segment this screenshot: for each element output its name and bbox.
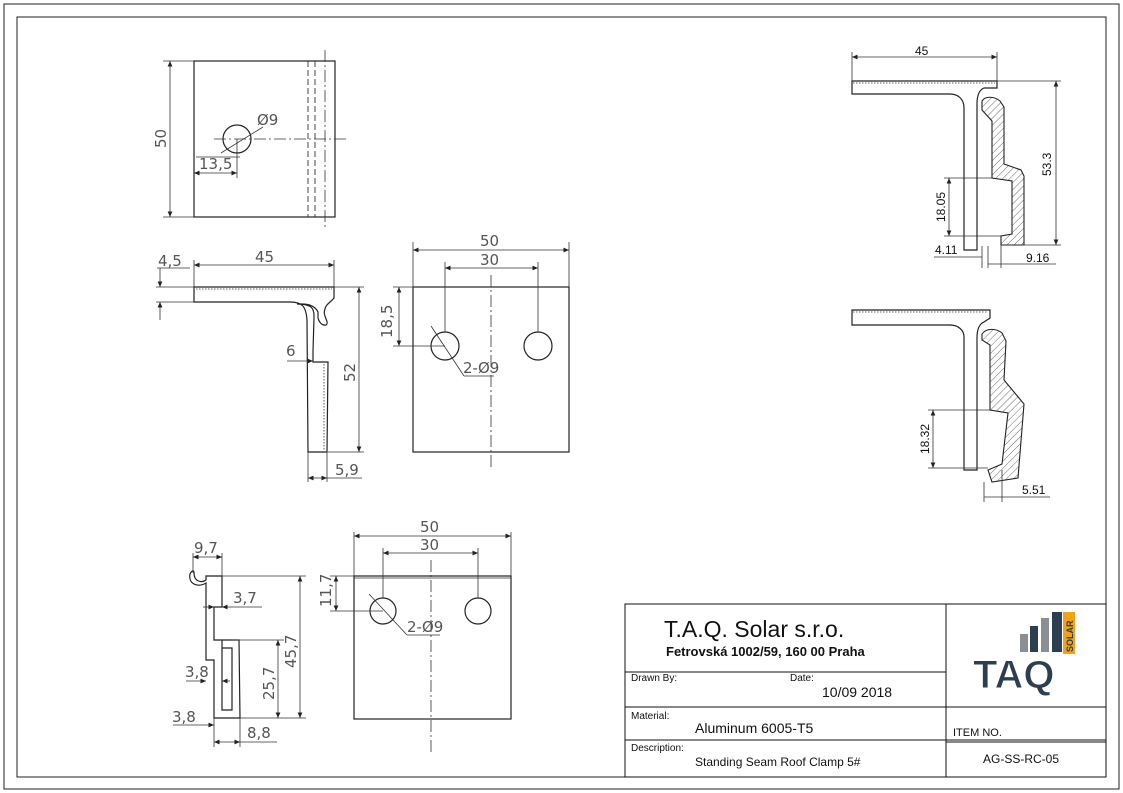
dim-lower-base: 3,8 [172, 708, 196, 726]
logo-text: TAQ [973, 653, 1054, 697]
lower-front-plate-view [330, 532, 512, 753]
assembly-view-closed [851, 309, 1050, 502]
dim-top-view-offset: 13,5 [199, 155, 232, 173]
dim-asm-gap: 4.11 [935, 243, 958, 257]
dim-side-web: 6 [286, 342, 296, 360]
lower-profile-view [173, 553, 306, 747]
date-label: Date: [790, 673, 814, 684]
dim-top-view-height: 50 [152, 129, 170, 148]
dim-side-base: 5,9 [335, 461, 359, 479]
dim-side-width: 45 [255, 248, 274, 266]
dim-lower-hook: 9,7 [194, 539, 218, 557]
dim-asm-height: 53.3 [1040, 152, 1054, 176]
company-name: T.A.Q. Solar s.r.o. [664, 616, 844, 642]
dim-front-hole-offset: 18,5 [378, 305, 396, 338]
description-label: Description: [631, 743, 684, 754]
dim-lower-mid: 25,7 [260, 667, 278, 700]
dim-lower-front-offset: 11,7 [317, 574, 335, 607]
dim-side-height: 52 [341, 363, 359, 382]
logo-side-text: SOLAR [1065, 620, 1075, 652]
outer-border [3, 3, 1120, 790]
dim-front-width: 50 [480, 232, 499, 250]
dim-lower-front-spacing: 30 [420, 536, 439, 554]
material-value: Aluminum 6005-T5 [695, 720, 813, 736]
dim-top-view-hole: Ø9 [257, 111, 278, 129]
title-block [624, 603, 1107, 778]
dim-asm-jaw: 9.16 [1026, 251, 1050, 265]
front-plate-view [393, 242, 570, 467]
dim-asm-width: 45 [915, 44, 929, 58]
company-address: Fetrovská 1002/59, 160 00 Praha [666, 644, 866, 659]
taq-solar-logo: TAQ SOLAR [973, 612, 1075, 698]
dim-lower-foot: 8,8 [247, 724, 271, 742]
dim-lower-web: 3,8 [185, 663, 209, 681]
dim-asm-grip: 18.05 [934, 192, 948, 222]
inner-border [16, 16, 1107, 778]
dim-front-holes: 2-Ø9 [463, 359, 499, 377]
item-no-value: AG-SS-RC-05 [983, 752, 1059, 766]
side-profile-view [156, 260, 364, 482]
dim-lower-height: 45,7 [282, 635, 300, 668]
dim-lower-step: 3,7 [233, 589, 257, 607]
assembly-view-open [851, 52, 1061, 268]
top-plate-view [163, 50, 348, 228]
description-value: Standing Seam Roof Clamp 5# [695, 755, 861, 769]
dim-asm2-grip: 18.32 [918, 424, 932, 454]
date-value: 10/09 2018 [822, 684, 892, 700]
material-label: Material: [631, 711, 669, 722]
dim-lower-front-width: 50 [420, 518, 439, 536]
dim-asm2-jaw: 5.51 [1022, 483, 1046, 497]
dim-side-lip: 4,5 [158, 252, 182, 270]
item-no-label: ITEM NO. [953, 727, 1002, 739]
drawn-by-label: Drawn By: [631, 673, 677, 684]
dim-front-spacing: 30 [480, 251, 499, 269]
dim-lower-front-holes: 2-Ø9 [407, 618, 443, 636]
